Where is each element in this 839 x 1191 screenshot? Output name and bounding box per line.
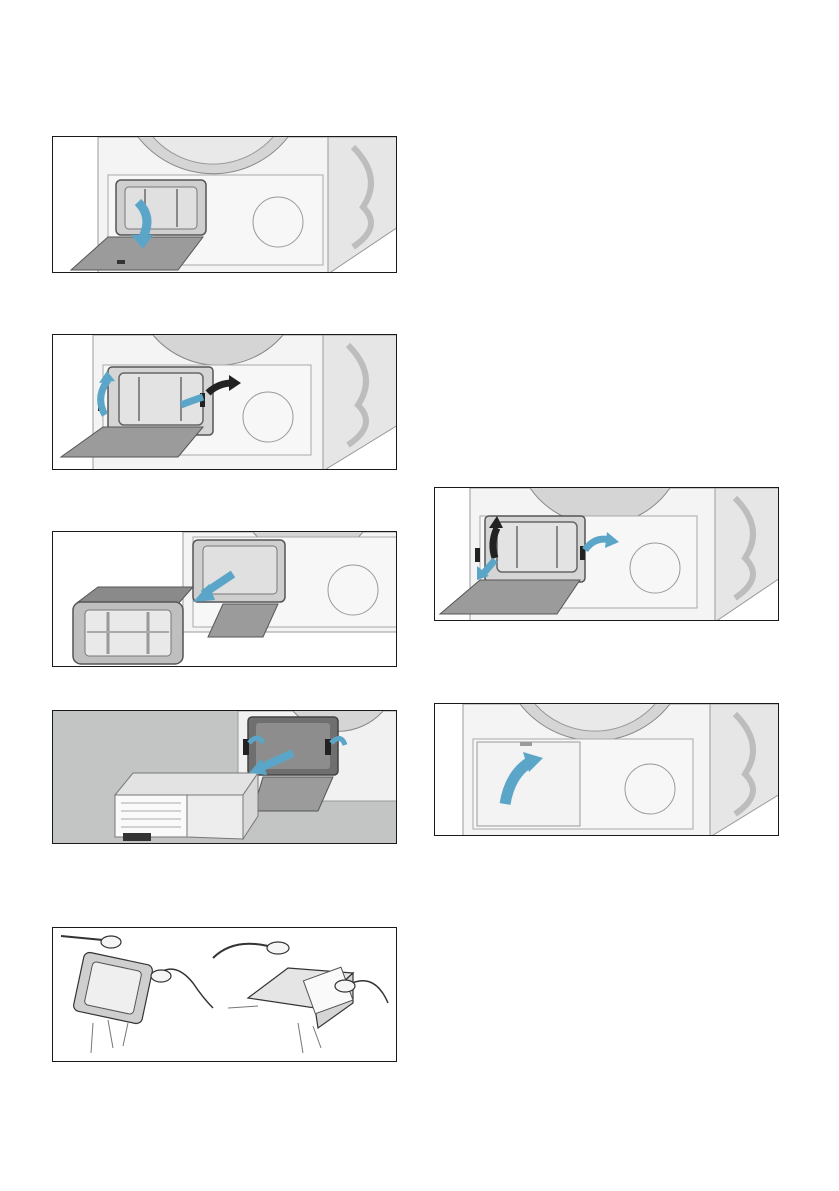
figure-step-6 bbox=[434, 487, 779, 621]
figure-step-2 bbox=[52, 334, 397, 470]
close-flap-illustration bbox=[435, 704, 779, 836]
remove-frame-illustration bbox=[53, 532, 397, 667]
lock-levers-illustration bbox=[435, 488, 779, 621]
rinse-parts-illustration bbox=[53, 928, 397, 1062]
figure-step-4 bbox=[52, 710, 397, 844]
figure-step-1 bbox=[52, 136, 397, 273]
figure-step-5 bbox=[52, 927, 397, 1062]
open-flap-illustration bbox=[53, 137, 397, 273]
figure-step-3 bbox=[52, 531, 397, 667]
unlock-levers-illustration bbox=[53, 335, 397, 470]
figure-step-7 bbox=[434, 703, 779, 836]
remove-heat-exchanger-illustration bbox=[53, 711, 397, 844]
